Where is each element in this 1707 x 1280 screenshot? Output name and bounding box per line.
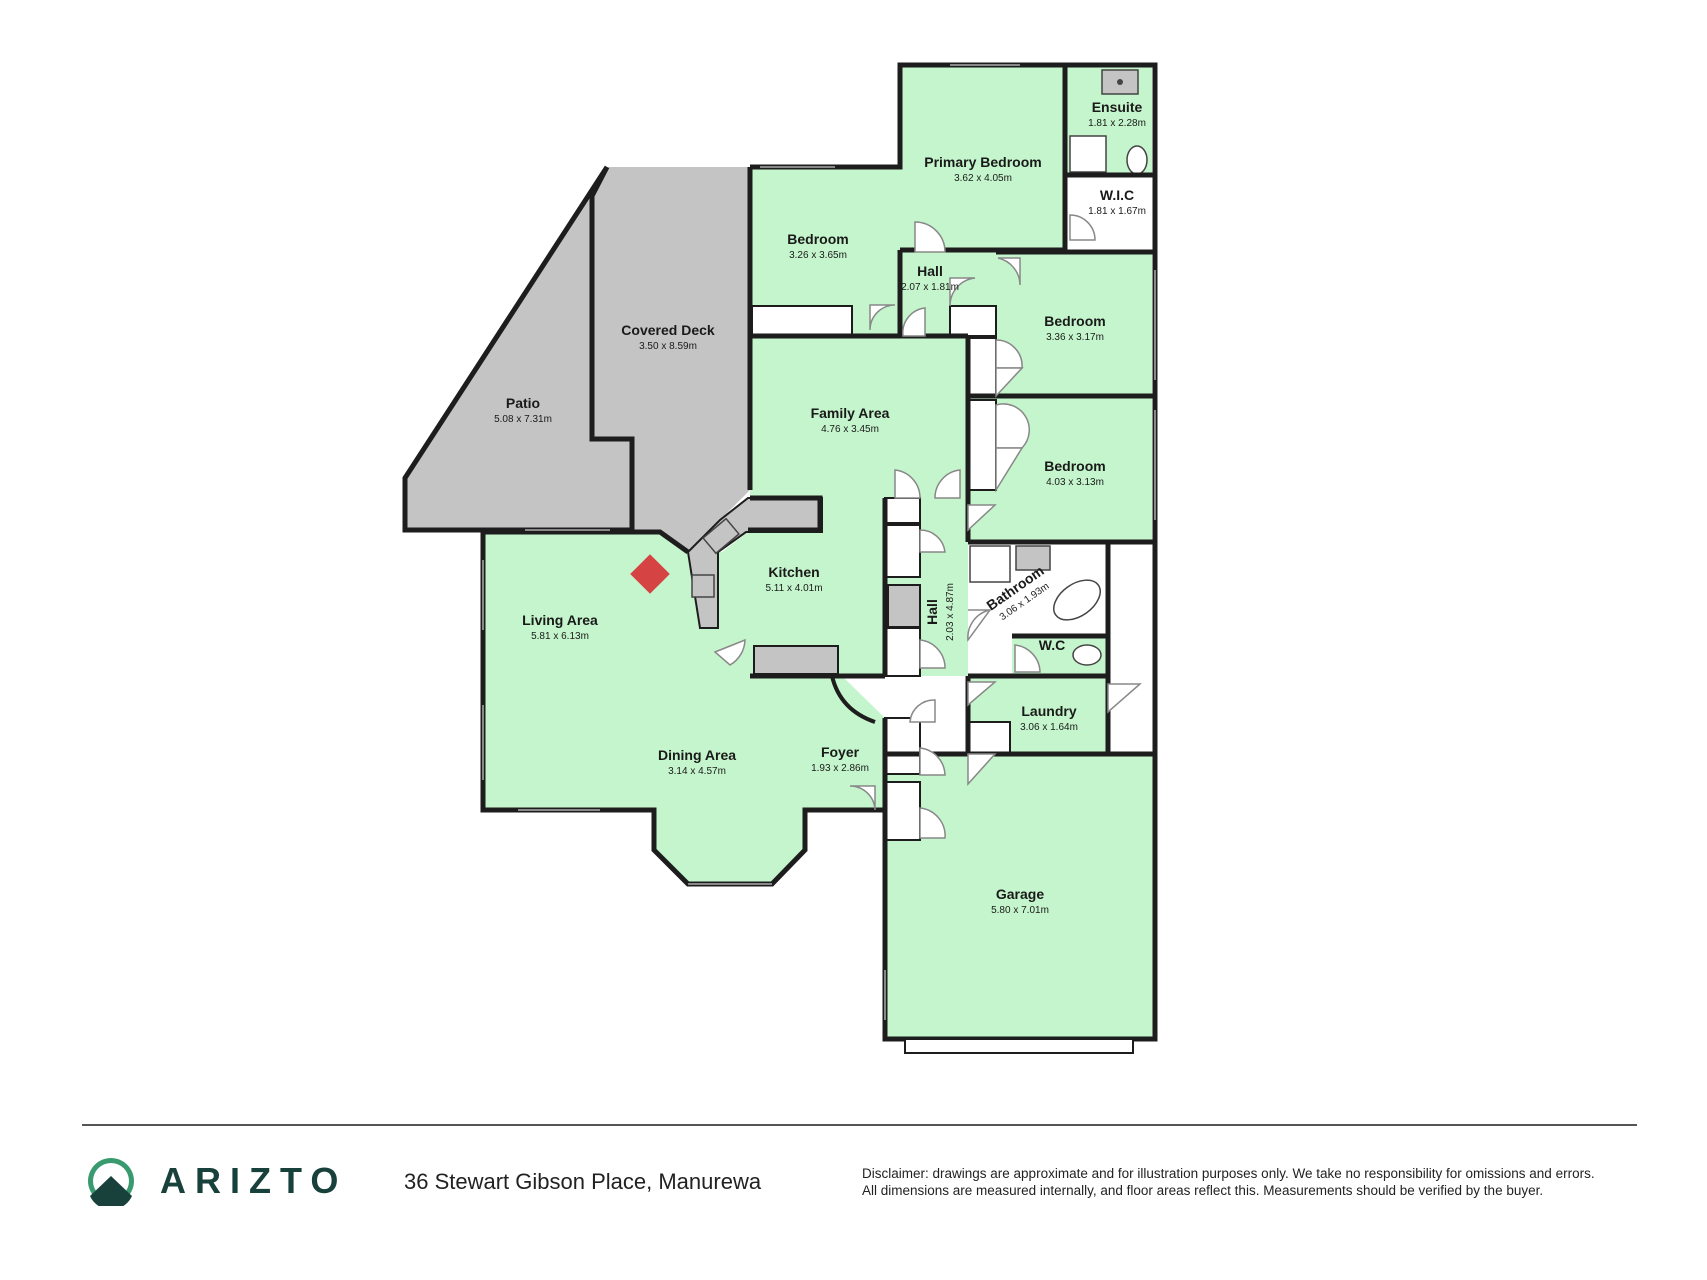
primary-bedroom-area	[900, 65, 1065, 250]
room-name: Bedroom	[1044, 313, 1105, 329]
wardrobe-bedroom-2	[967, 337, 997, 397]
foyer-archway	[830, 675, 876, 724]
room-name: Bedroom	[1044, 458, 1105, 474]
floor-plan: Primary Bedroom 3.62 x 4.05m Ensuite 1.8…	[402, 62, 1158, 1054]
ensuite-toilet	[1126, 145, 1148, 175]
garage-area	[885, 754, 1153, 1039]
room-dims: 5.80 x 7.01m	[991, 905, 1049, 916]
disclaimer: Disclaimer: drawings are approximate and…	[862, 1165, 1642, 1199]
garage-door	[904, 1038, 1134, 1054]
room-name: Garage	[996, 886, 1044, 902]
bathroom-shower	[969, 545, 1011, 583]
wc-toilet	[1072, 644, 1102, 666]
wardrobe-bedroom-1	[751, 305, 853, 337]
bedroom-area-2	[996, 252, 1152, 396]
windows	[482, 64, 1156, 1020]
cupboard-hall-2	[884, 524, 921, 578]
room-dims: 3.62 x 4.05m	[954, 173, 1012, 184]
room-name: Kitchen	[768, 564, 819, 580]
room-name: Covered Deck	[621, 322, 715, 338]
bathroom-basin	[1015, 545, 1051, 571]
room-dims: 5.08 x 7.31m	[494, 414, 552, 425]
linen-cupboard	[949, 305, 997, 337]
room-name: Family Area	[811, 405, 890, 421]
room-name: Ensuite	[1092, 99, 1143, 115]
door-swings	[713, 214, 1142, 839]
room-dims: 3.50 x 8.59m	[639, 341, 697, 352]
room-name: W.C	[1039, 637, 1065, 653]
room-dims: 4.76 x 3.45m	[821, 424, 879, 435]
patio-area	[405, 167, 632, 530]
room-dims: 1.81 x 2.28m	[1088, 118, 1146, 129]
room-name: Hall	[917, 263, 943, 279]
ensuite-basin-drain	[1117, 79, 1123, 85]
disclaimer-line-1: Disclaimer: drawings are approximate and…	[862, 1166, 1595, 1181]
property-address: 36 Stewart Gibson Place, Manurewa	[404, 1169, 762, 1194]
room-dims: 4.03 x 3.13m	[1046, 477, 1104, 488]
covered-deck-area	[592, 167, 750, 552]
viewpoint-marker	[630, 554, 670, 594]
room-dims: 3.14 x 4.57m	[668, 766, 726, 777]
ensuite-shower	[1069, 135, 1107, 173]
room-name: W.I.C	[1100, 187, 1134, 203]
room-dims: 3.06 x 1.64m	[1020, 722, 1078, 733]
room-dims: 5.11 x 4.01m	[765, 583, 822, 594]
room-name: Laundry	[1021, 703, 1076, 719]
footer-divider	[82, 1124, 1637, 1126]
family-area	[750, 338, 968, 498]
fridge-space	[887, 584, 921, 628]
laundry-cupboard	[967, 721, 1011, 755]
room-name: Living Area	[522, 612, 598, 628]
arizto-logo-icon	[88, 1158, 134, 1206]
room-dims: 1.81 x 1.67m	[1088, 206, 1146, 217]
room-name: Foyer	[821, 744, 860, 760]
room-dims: 3.26 x 3.65m	[789, 250, 847, 261]
room-name: Bedroom	[787, 231, 848, 247]
wardrobe-bedroom-3	[967, 399, 997, 491]
room-name: Hall	[924, 599, 940, 625]
room-dims: 5.81 x 6.13m	[531, 631, 589, 642]
kitchen-bench-bottom	[753, 645, 839, 675]
room-name: Primary Bedroom	[924, 154, 1041, 170]
room-name: Dining Area	[658, 747, 736, 763]
bathroom-bath	[1053, 579, 1101, 621]
disclaimer-line-2: All dimensions are measured internally, …	[862, 1183, 1544, 1198]
foyer-cupboard-1	[884, 717, 921, 775]
room-dims: 3.36 x 3.17m	[1046, 332, 1104, 343]
room-dims: 1.93 x 2.86m	[811, 763, 869, 774]
room-dims: 2.03 x 4.87m	[945, 583, 956, 641]
kitchen-area	[722, 498, 885, 676]
cupboard-hall-1	[884, 497, 921, 524]
room-labels: Primary Bedroom 3.62 x 4.05m Ensuite 1.8…	[494, 99, 1146, 916]
room-name: Patio	[506, 395, 540, 411]
foyer-cupboard-2	[884, 781, 921, 841]
kitchen-cooktop	[691, 574, 715, 598]
brand-name: ARIZTO	[160, 1160, 348, 1201]
kitchen-sink	[702, 517, 740, 555]
room-dims: 2.07 x 1.81m	[901, 282, 959, 293]
living-dining-area	[483, 532, 885, 884]
cupboard-hall-3	[884, 627, 921, 677]
